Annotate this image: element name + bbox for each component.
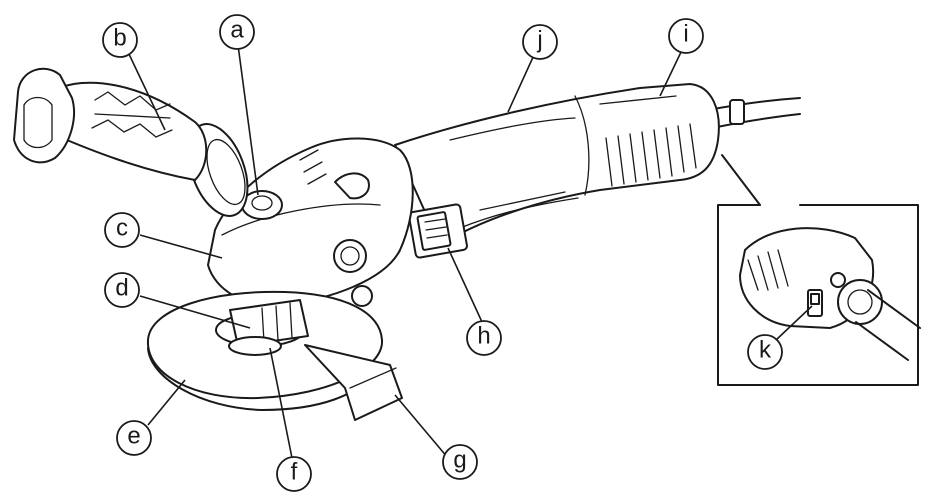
svg-text:d: d <box>115 275 128 302</box>
svg-text:i: i <box>683 21 688 48</box>
callout-j: j <box>523 25 557 59</box>
callout-k: k <box>748 335 782 369</box>
callout-h: h <box>467 321 501 355</box>
spindle-lock-button <box>242 191 282 219</box>
callout-e: e <box>117 421 151 455</box>
callout-d: d <box>105 273 139 307</box>
svg-text:g: g <box>453 447 466 474</box>
svg-text:j: j <box>536 27 542 54</box>
svg-text:k: k <box>759 337 772 364</box>
callout-i: i <box>669 19 703 53</box>
side-handle <box>14 69 259 224</box>
svg-text:f: f <box>291 459 298 486</box>
svg-text:h: h <box>477 323 490 350</box>
svg-text:b: b <box>113 25 126 52</box>
power-cord <box>708 98 800 128</box>
svg-text:e: e <box>127 423 140 450</box>
callout-f: f <box>277 457 311 491</box>
svg-text:c: c <box>116 215 128 242</box>
svg-text:a: a <box>230 17 244 44</box>
callout-a: a <box>220 15 254 49</box>
callout-b: b <box>103 23 137 57</box>
callout-c: c <box>105 213 139 247</box>
callout-g: g <box>443 445 477 479</box>
